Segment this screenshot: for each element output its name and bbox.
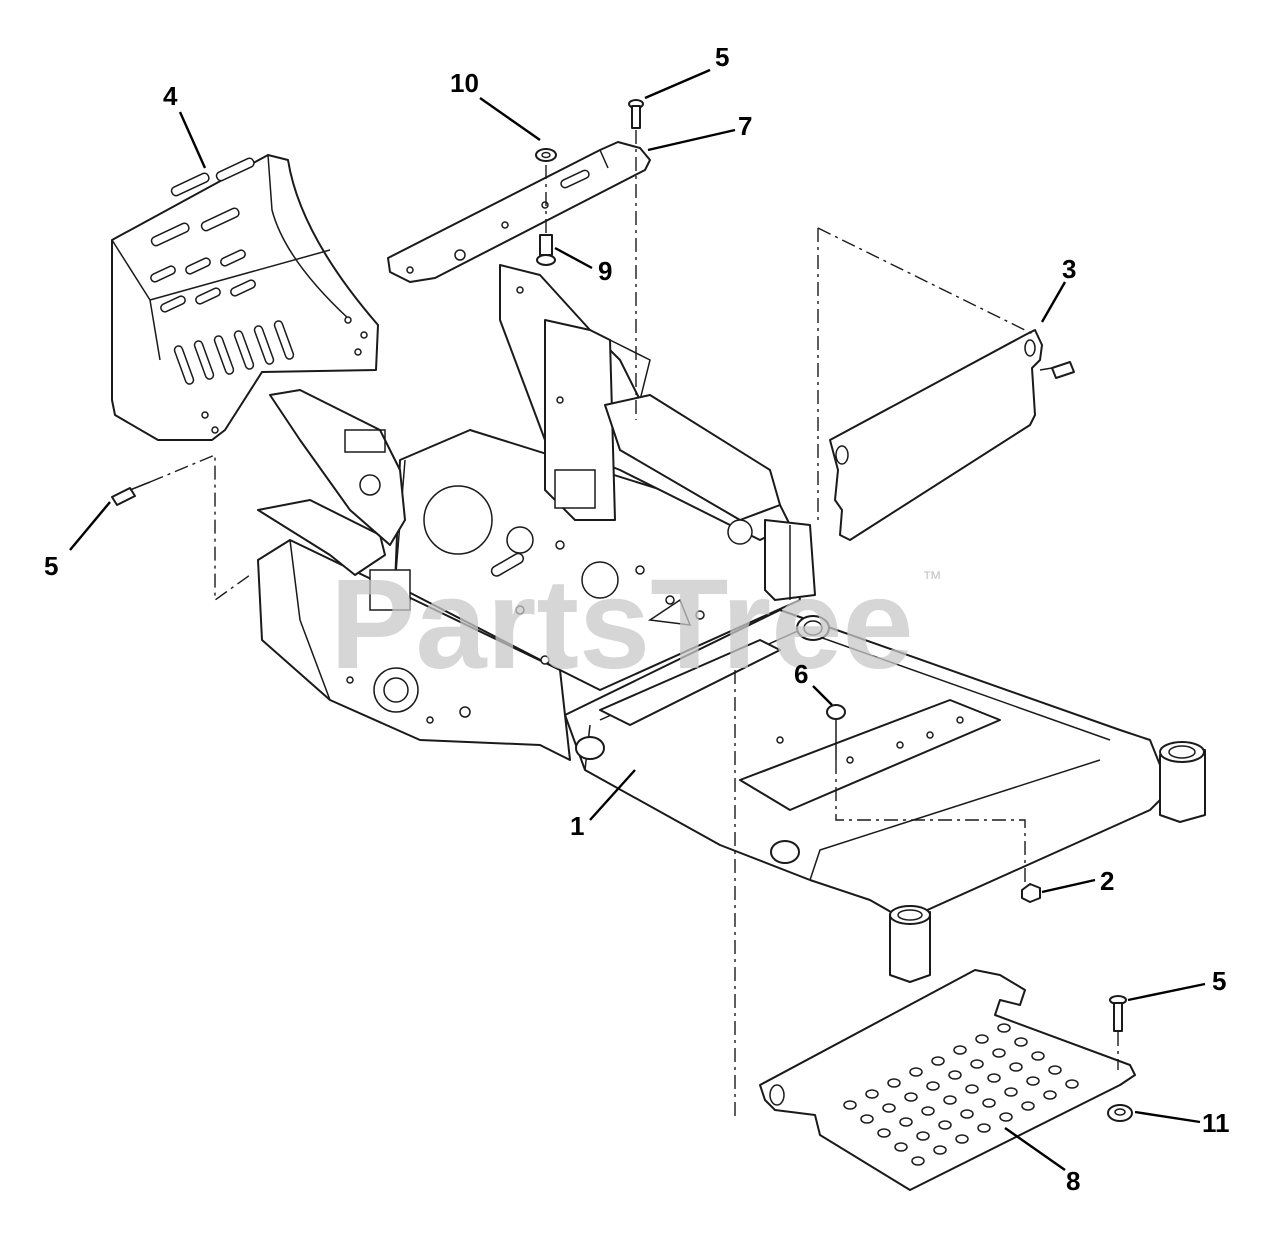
callout-9: 9 [598, 256, 612, 286]
callout-2: 2 [1100, 866, 1114, 896]
callout-6: 6 [794, 659, 808, 689]
step-plate-hole [1026, 1076, 1040, 1086]
step-plate-hole [982, 1098, 996, 1108]
step-plate-hole [975, 1034, 989, 1044]
step-plate-hole [977, 1123, 991, 1133]
step-plate-hole [843, 1100, 857, 1110]
step-plate-hole [1021, 1101, 1035, 1111]
part-4-rear-panel[interactable] [111, 154, 379, 441]
part-8-holes [843, 1023, 1079, 1166]
step-plate-hole [992, 1048, 1006, 1058]
step-plate-hole [1004, 1087, 1018, 1097]
step-plate-hole [904, 1092, 918, 1102]
step-plate-hole [960, 1109, 974, 1119]
part-3-bolt[interactable] [1051, 361, 1075, 379]
step-plate-hole [1031, 1051, 1045, 1061]
callout-4: 4 [163, 81, 178, 111]
step-plate-hole [909, 1067, 923, 1077]
step-plate-hole [997, 1023, 1011, 1033]
step-plate-hole [882, 1103, 896, 1113]
part-5-bolt-top[interactable] [628, 99, 644, 129]
watermark: PartsTree ™ [330, 553, 942, 696]
step-plate-hole [860, 1114, 874, 1124]
callout-5b: 5 [44, 551, 58, 581]
step-plate-hole [1043, 1090, 1057, 1100]
step-plate-hole [899, 1117, 913, 1127]
step-plate-hole [999, 1112, 1013, 1122]
leader-lines [69, 68, 1206, 1171]
step-plate-hole [970, 1059, 984, 1069]
step-plate-hole [938, 1120, 952, 1130]
callout-1: 1 [570, 811, 584, 841]
step-plate-hole [987, 1073, 1001, 1083]
part-5-bolt-front[interactable] [1109, 995, 1127, 1032]
step-plate-hole [926, 1081, 940, 1091]
part-8-step-plate[interactable] [759, 969, 1136, 1191]
part-11-nut[interactable] [1107, 1104, 1133, 1122]
watermark-trademark: ™ [922, 568, 942, 590]
callout-11: 11 [1202, 1108, 1230, 1138]
part-7-top-plate[interactable] [387, 141, 651, 283]
watermark-text: PartsTree [330, 553, 914, 696]
step-plate-hole [948, 1070, 962, 1080]
step-plate-hole [965, 1084, 979, 1094]
step-plate-hole [911, 1156, 925, 1166]
part-10-washer[interactable] [535, 148, 557, 162]
step-plate-hole [877, 1128, 891, 1138]
callout-5c: 5 [1212, 966, 1226, 996]
step-plate-hole [865, 1089, 879, 1099]
step-plate-hole [1065, 1079, 1079, 1089]
callout-3: 3 [1062, 254, 1076, 284]
part-1-main-frame[interactable] [257, 264, 1206, 983]
part-3-side-shield[interactable] [817, 227, 1043, 541]
callout-10: 10 [450, 68, 479, 98]
callout-5a: 5 [715, 42, 729, 72]
step-plate-hole [955, 1134, 969, 1144]
step-plate-hole [1048, 1065, 1062, 1075]
step-plate-hole [916, 1131, 930, 1141]
step-plate-hole [1014, 1037, 1028, 1047]
step-plate-hole [931, 1056, 945, 1066]
callout-7: 7 [738, 111, 752, 141]
step-plate-hole [887, 1078, 901, 1088]
part-6-carriage-bolt[interactable] [826, 704, 846, 760]
callout-labels: 4 10 5 7 9 3 5 6 1 2 5 11 8 [44, 42, 1230, 1196]
part-5-bolt-left[interactable] [111, 481, 151, 506]
step-plate-hole [921, 1106, 935, 1116]
step-plate-hole [933, 1145, 947, 1155]
step-plate-hole [953, 1045, 967, 1055]
part-2-nut[interactable] [1021, 883, 1041, 903]
step-plate-hole [894, 1142, 908, 1152]
step-plate-hole [1009, 1062, 1023, 1072]
part-9-bolt[interactable] [536, 234, 556, 266]
step-plate-hole [943, 1095, 957, 1105]
part-4-slots [150, 157, 295, 385]
callout-8: 8 [1066, 1166, 1080, 1196]
assembly-lines [149, 130, 1119, 1120]
